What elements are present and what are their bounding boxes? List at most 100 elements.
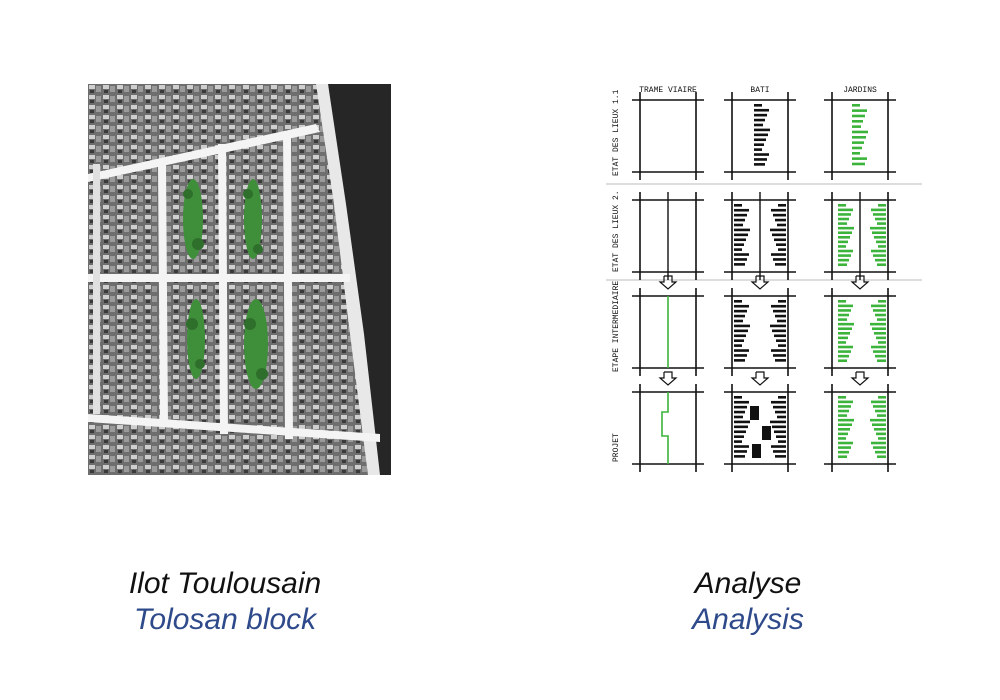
garden-mark (838, 341, 846, 344)
building-mark (734, 359, 745, 362)
building-mark (754, 163, 765, 166)
building-mark (734, 410, 745, 414)
garden-mark (870, 322, 886, 326)
building-mark (734, 440, 742, 443)
right-caption: Analyse Analysis (568, 566, 928, 638)
aerial-photo-drawing (88, 84, 391, 475)
building-mark (754, 158, 767, 161)
building-mark (750, 406, 759, 420)
left-title-fr: Ilot Toulousain (128, 567, 322, 600)
garden-path (661, 392, 669, 464)
garden-mark (878, 300, 886, 303)
garden-mark (838, 418, 854, 422)
building-mark (754, 104, 762, 107)
garden-mark (838, 396, 846, 399)
garden-mark (838, 208, 853, 212)
garden-mark (838, 359, 847, 363)
building-mark (734, 223, 743, 227)
building-mark (734, 309, 747, 313)
building-mark (734, 324, 750, 328)
garden-mark (852, 157, 867, 160)
garden-mark (838, 354, 849, 358)
garden-mark (874, 428, 886, 431)
garden-mark (878, 204, 886, 207)
sketch-row-labels: ETAT DES LIEUX 1.1 ETAT DES LIEUX 2. ETA… (612, 89, 621, 462)
garden-mark (871, 249, 886, 253)
garden-mark (838, 432, 848, 436)
building-mark (771, 208, 786, 212)
garden-mark (875, 450, 886, 454)
building-mark (734, 420, 750, 424)
garden-mark (838, 441, 853, 445)
building-mark (754, 148, 762, 151)
building-mark (777, 415, 786, 419)
garden-mark (873, 405, 886, 408)
row-label: ETAT DES LIEUX 2. (612, 190, 621, 272)
building-mark (734, 415, 743, 419)
building-mark (770, 420, 786, 424)
garden-mark (852, 130, 868, 134)
garden-mark (852, 114, 865, 118)
building-mark (776, 243, 786, 246)
building-mark (762, 426, 771, 440)
building-mark (772, 233, 786, 237)
garden-mark (838, 240, 848, 244)
building-mark (734, 450, 747, 453)
garden-mark (838, 437, 846, 440)
right-title-fr: Analyse (694, 567, 802, 600)
garden-mark (875, 354, 886, 358)
building-mark (778, 300, 786, 303)
column-header: TRAME VIAIRE (639, 86, 697, 95)
garden-mark (838, 428, 850, 431)
building-mark (773, 405, 786, 409)
building-mark (773, 354, 786, 357)
garden-mark (838, 350, 851, 353)
garden-mark (870, 418, 886, 422)
building-mark (754, 153, 769, 156)
building-mark (734, 430, 746, 434)
building-mark (734, 228, 750, 232)
building-mark (773, 213, 786, 217)
garden-mark (872, 327, 886, 331)
garden-mark (838, 217, 849, 221)
building-mark (734, 233, 748, 237)
garden-mark (878, 245, 886, 248)
garden-mark (838, 300, 846, 303)
garden-mark (870, 226, 886, 230)
building-mark (734, 204, 742, 207)
building-mark (771, 304, 786, 308)
row-label: ETAPE INTERMEDIAIRE (612, 281, 621, 372)
sketch-column-headers: TRAME VIAIRE BATI JARDINS (639, 86, 877, 95)
garden-mark (838, 423, 852, 427)
building-mark (734, 396, 742, 399)
garden-mark (878, 341, 886, 344)
garden-mark (872, 231, 886, 235)
building-mark (774, 430, 786, 434)
garden-mark (852, 109, 867, 112)
building-mark (734, 258, 747, 261)
building-mark (734, 300, 742, 303)
building-mark (778, 344, 786, 347)
garden-mark (852, 136, 866, 139)
building-mark (775, 218, 786, 222)
garden-mark (838, 400, 853, 404)
building-mark (772, 425, 786, 429)
analysis-sketch-drawing: TRAME VIAIRE BATI JARDINS ETAT DES LIEUX… (606, 86, 922, 472)
garden-mark (872, 423, 886, 427)
arrow-down-icon (750, 371, 770, 386)
garden-mark (838, 245, 846, 248)
garden-mark (874, 236, 886, 239)
building-mark (754, 138, 766, 142)
garden-mark (838, 414, 847, 417)
garden-mark (838, 263, 847, 267)
building-mark (773, 309, 786, 313)
building-mark (775, 263, 786, 266)
building-mark (734, 425, 748, 429)
garden-mark (838, 236, 850, 239)
arrow-down-icon (850, 371, 870, 386)
garden-mark (838, 405, 851, 408)
building-mark (775, 359, 786, 362)
arrow-down-icon (658, 371, 678, 386)
building-mark (754, 128, 770, 132)
building-mark (734, 334, 746, 338)
